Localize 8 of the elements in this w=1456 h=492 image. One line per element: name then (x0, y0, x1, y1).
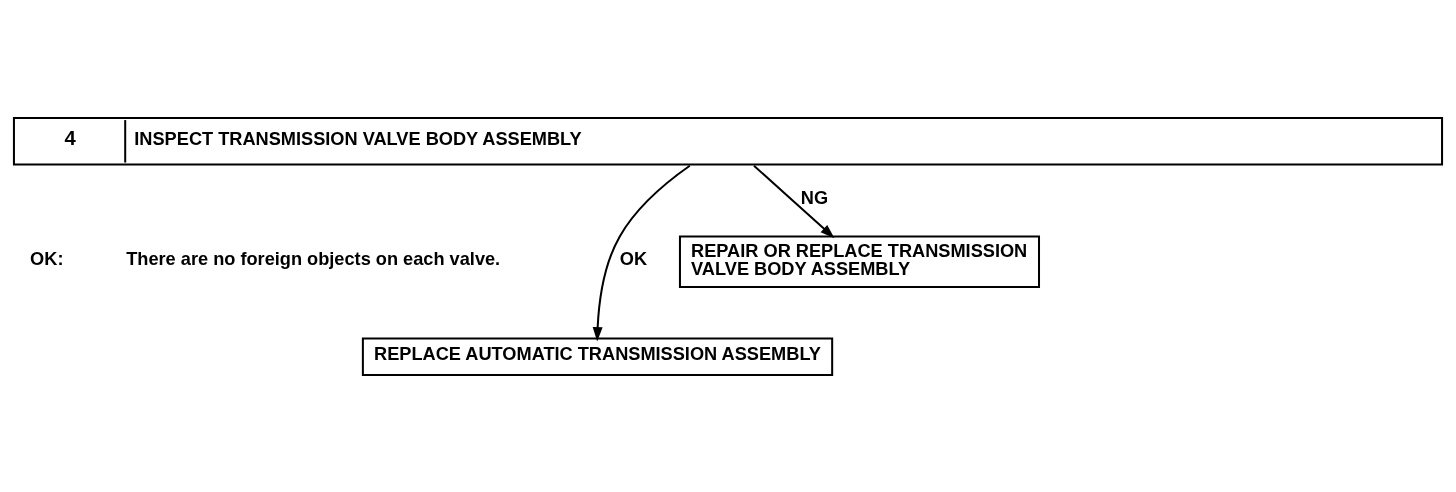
edge-label: OK (619, 249, 648, 270)
label: OK: (30, 249, 64, 270)
edge-label: NG (800, 188, 829, 209)
node-box: REPLACE AUTOMATIC TRANSMISSION ASSEMBLY (361, 337, 834, 376)
arrow (592, 164, 691, 342)
label: There are no foreign objects on each valve. (126, 249, 501, 270)
node-box: REPAIR OR REPLACE TRANSMISSION VALVE BODY ASSEMBLY (678, 235, 1040, 288)
arrow (753, 164, 835, 239)
